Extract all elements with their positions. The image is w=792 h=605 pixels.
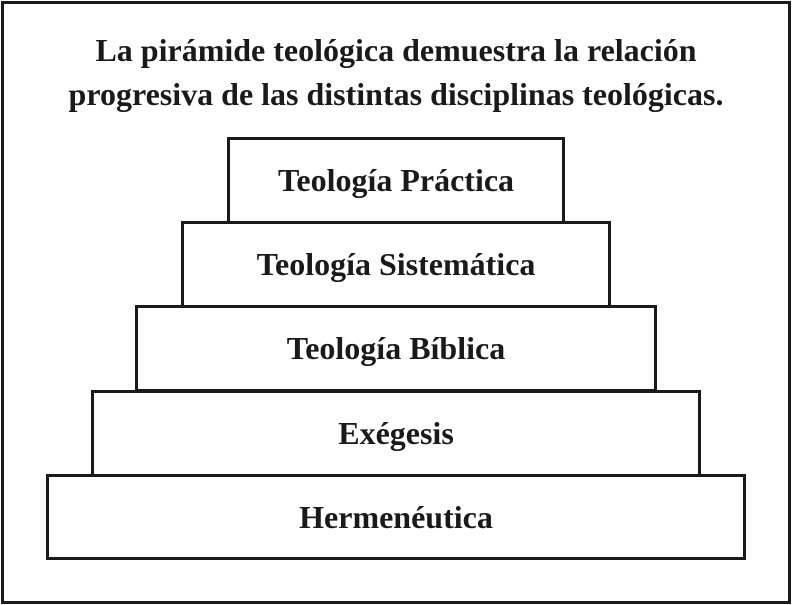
pyramid-level-teologia-biblica: Teología Bíblica [135, 305, 657, 392]
caption-line-2: progresiva de las distintas disciplinas … [68, 76, 724, 112]
pyramid-level-teologia-practica: Teología Práctica [227, 137, 565, 224]
pyramid-level-hermeneutica: Hermenéutica [46, 474, 746, 560]
caption-line-1: La pirámide teológica demuestra la relac… [95, 32, 697, 68]
diagram-caption: La pirámide teológica demuestra la relac… [0, 28, 792, 116]
pyramid-level-exegesis: Exégesis [91, 390, 701, 477]
pyramid-level-teologia-sistematica: Teología Sistemática [181, 221, 611, 308]
